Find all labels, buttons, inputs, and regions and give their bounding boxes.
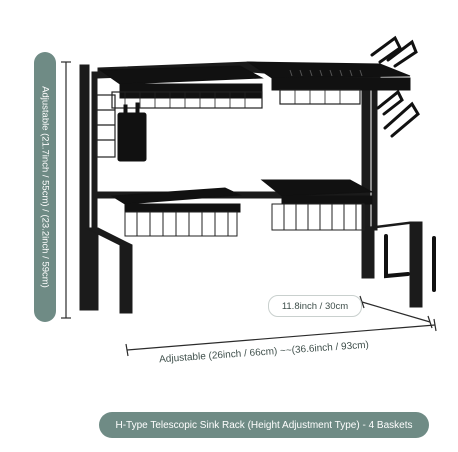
lower-basket-right (260, 179, 374, 205)
caption-badge: H-Type Telescopic Sink Rack (Height Adju… (99, 412, 429, 438)
top-tray-right (246, 61, 411, 91)
depth-dimension-badge: 11.8inch / 30cm (268, 295, 362, 317)
caption-label: H-Type Telescopic Sink Rack (Height Adju… (115, 419, 413, 431)
depth-dimension-line (359, 295, 433, 329)
height-dimension-label: Adjustable (21.7inch / 55cm) / (23.2inch… (39, 86, 51, 288)
width-dimension-line (125, 318, 437, 357)
board-hooks (370, 35, 420, 138)
depth-dimension-label: 11.8inch / 30cm (281, 300, 349, 312)
lower-basket-right-wire (271, 203, 365, 231)
towel-bar (384, 234, 436, 292)
utensil-cup (117, 102, 147, 162)
side-basket (96, 94, 116, 158)
height-dimension-badge: Adjustable (21.7inch / 55cm) / (23.2inch… (34, 52, 56, 322)
height-dimension-line (61, 61, 71, 319)
top-tray-left (98, 65, 264, 99)
lower-basket-left-wire (124, 211, 238, 237)
left-post (79, 64, 90, 311)
top-wire-basket (111, 89, 361, 109)
